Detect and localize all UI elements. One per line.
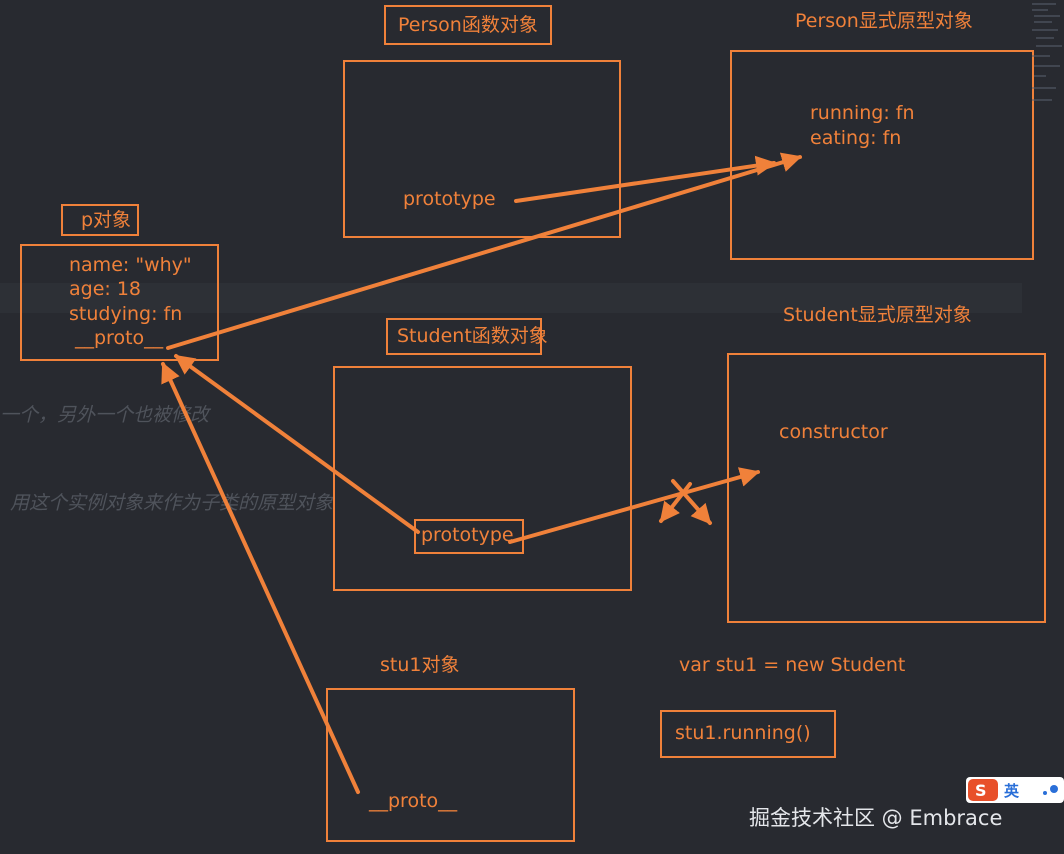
- person-func-title: Person函数对象: [398, 14, 538, 36]
- student-proto-constructor: constructor: [779, 421, 888, 443]
- stu1-obj-title: stu1对象: [380, 654, 460, 676]
- person-proto-running: running: fn: [810, 102, 915, 124]
- person-proto-box: [730, 50, 1034, 260]
- p-obj-title-box: [61, 204, 139, 236]
- student-proto-title: Student显式原型对象: [783, 304, 972, 326]
- editor-minimap: [1032, 3, 1062, 101]
- student-proto-box: [727, 353, 1046, 623]
- arrow-stu1-proto-to-p: [161, 362, 360, 794]
- background-note-2: 用这个实例对象来作为子类的原型对象: [10, 492, 334, 514]
- p-obj-title: p对象: [81, 209, 132, 231]
- student-func-prototype: prototype: [421, 524, 514, 546]
- watermark: 掘金技术社区 @ Embrace: [749, 806, 1003, 830]
- code-line-running: stu1.running(): [675, 722, 811, 744]
- cross-mark-line-1: [671, 479, 712, 525]
- p-obj-name: name: "why": [69, 254, 192, 276]
- background-note-1: 一个，另外一个也被修改: [0, 404, 210, 426]
- code-line-new-student: var stu1 = new Student: [679, 654, 906, 676]
- student-func-box: [333, 366, 632, 591]
- stu1-obj-proto: __proto__: [369, 790, 458, 812]
- arrow-person-prototype: [514, 155, 776, 203]
- ime-lang-label: 英: [1004, 782, 1020, 800]
- p-obj-proto: __proto__: [75, 327, 164, 349]
- person-func-box: [343, 60, 621, 238]
- p-obj-box: [20, 244, 219, 361]
- background-highlight-band: [0, 283, 1022, 313]
- student-func-title-box: [386, 318, 542, 355]
- person-func-title-box: [384, 5, 552, 45]
- arrow-student-prototype-to-proto: [508, 467, 760, 544]
- cross-mark-line-2: [659, 482, 692, 523]
- ime-mic-icon: [1050, 785, 1058, 793]
- p-obj-age: age: 18: [69, 278, 142, 300]
- arrow-p-proto: [166, 152, 802, 350]
- svg-text:S: S: [975, 781, 987, 800]
- arrow-student-prototype-to-p: [174, 354, 420, 534]
- stu1-obj-box: [326, 688, 575, 842]
- code-running-box: [660, 710, 836, 758]
- ime-toolbar[interactable]: S 英: [966, 777, 1064, 803]
- person-proto-eating: eating: fn: [810, 127, 902, 149]
- person-func-prototype: prototype: [403, 188, 496, 210]
- student-func-title: Student函数对象: [397, 325, 548, 347]
- p-obj-studying: studying: fn: [69, 303, 183, 325]
- person-proto-title: Person显式原型对象: [795, 10, 973, 32]
